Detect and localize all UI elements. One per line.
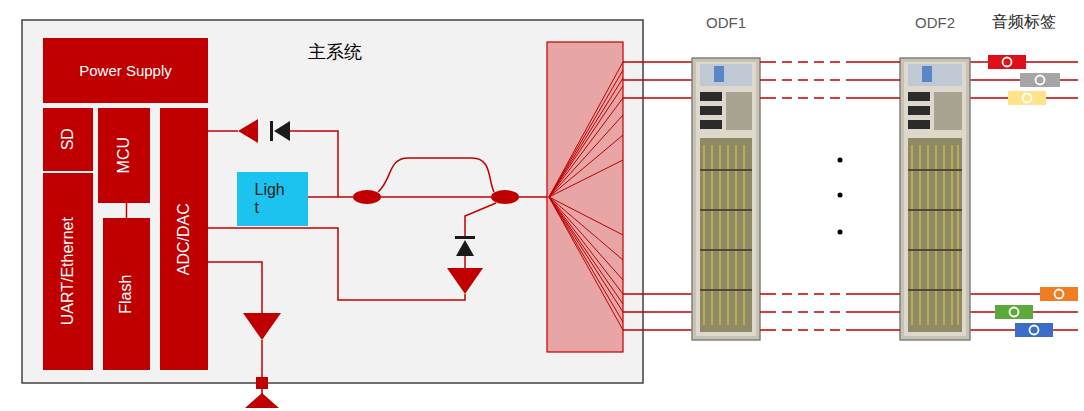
amplifier-symbol — [243, 313, 281, 340]
optical-splitter — [547, 42, 623, 352]
power-supply-box: Power Supply — [43, 38, 208, 103]
sd-card-box: SD — [43, 108, 93, 171]
fiber-coupler — [353, 190, 381, 204]
main-system-box: 主系统 Power SupplySD MCU UART/EthernetFlash AD… — [22, 20, 643, 383]
amplifier-symbol — [447, 268, 483, 294]
fiber-tail-lines — [970, 62, 1078, 330]
component-label: ADC/DAC — [175, 203, 193, 275]
light-source-box: Ligh t — [237, 172, 308, 226]
odf-rack: ODF1 — [692, 58, 760, 340]
odf-rack: ODF2 — [900, 58, 970, 340]
fiber-connector — [760, 311, 900, 313]
fiber-connector — [760, 61, 900, 63]
component-label: MCU — [115, 137, 133, 173]
rack-label: ODF1 — [706, 14, 746, 31]
odf-rack-illustration — [692, 58, 760, 340]
fiber-connector — [760, 293, 900, 295]
component-label: Flash — [117, 274, 135, 313]
audio-tag-label: 音频标签 — [992, 12, 1056, 33]
photodiode-bar — [270, 121, 273, 141]
odf-rack-illustration — [900, 58, 970, 340]
component-label: SD — [59, 128, 77, 150]
speaker-symbol — [245, 393, 279, 408]
rack-label: ODF2 — [915, 14, 955, 31]
photodiode-bar — [455, 236, 475, 239]
photodiode-symbol — [456, 240, 474, 256]
fiber-connector — [760, 79, 900, 81]
fiber-connector — [760, 329, 900, 331]
system-title: 主系统 — [308, 42, 362, 63]
uart-ethernet-box: UART/Ethernet — [43, 173, 93, 370]
audio-tags — [988, 55, 1078, 337]
bus-connector — [126, 203, 128, 218]
mcu-box: MCU — [98, 108, 150, 203]
flash-box: Flash — [103, 218, 150, 370]
fiber-trunk-lines — [623, 62, 692, 330]
connector-square — [256, 377, 268, 389]
photodiode-symbol — [274, 121, 290, 141]
component-label: UART/Ethernet — [59, 217, 77, 325]
component-label: Ligh t — [255, 181, 291, 218]
signal-wires — [208, 131, 549, 394]
fiber-connector — [760, 97, 900, 99]
amplifier-symbol — [238, 119, 258, 143]
main-system-housing — [22, 20, 643, 383]
component-label: Power Supply — [79, 62, 172, 79]
adc-dac-box: ADC/DAC — [160, 108, 208, 370]
ellipsis-dots — [838, 158, 843, 235]
splitter-fan-lines — [549, 62, 623, 330]
fiber-coupler — [491, 190, 519, 204]
